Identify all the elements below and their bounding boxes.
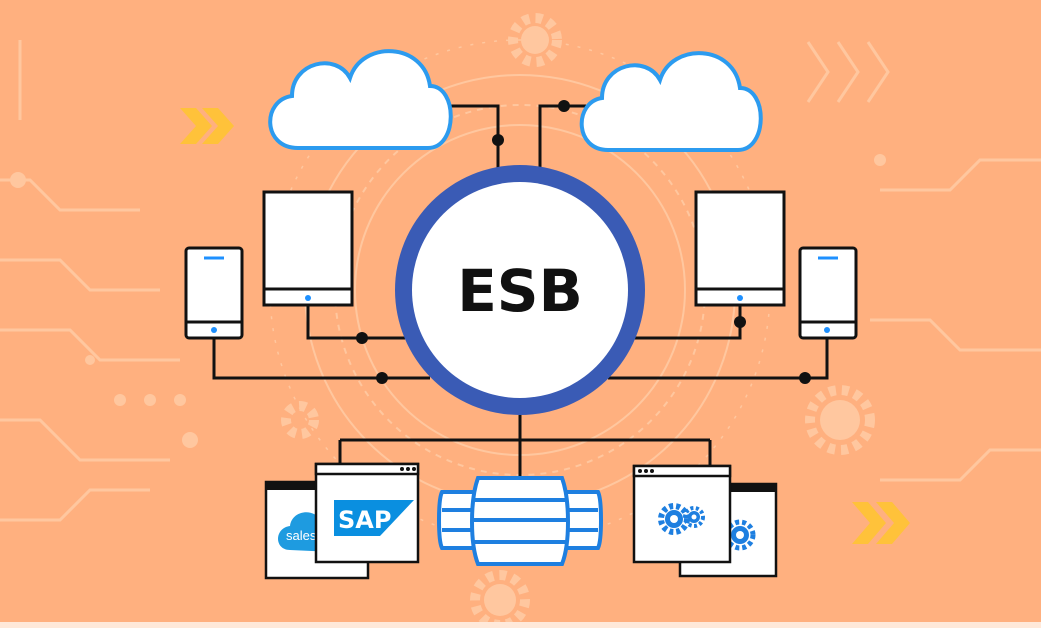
cloud-left-icon	[268, 49, 453, 150]
salesforce-label: sales	[286, 528, 317, 543]
connection-lines	[212, 104, 829, 478]
phone-right-icon	[798, 246, 858, 340]
bottom-strip	[0, 622, 1041, 628]
chevron-outline-icon	[806, 41, 890, 103]
chevron-right-icon	[180, 108, 234, 144]
sap-logo-icon	[334, 500, 414, 536]
gear-icon	[683, 506, 705, 528]
phone-left-icon	[184, 246, 244, 340]
tablet-left-icon	[262, 190, 354, 307]
chevron-right-icon	[852, 502, 910, 544]
background-gear-core	[484, 26, 860, 616]
gear-icon	[724, 519, 756, 551]
database-icon	[437, 476, 603, 566]
gear-window-front	[632, 464, 732, 564]
tablet-right-icon	[694, 190, 786, 307]
connection-dots	[356, 100, 811, 384]
esb-label: ESB	[457, 257, 583, 325]
esb-hub: ESB	[395, 165, 645, 415]
cloud-right-icon	[579, 51, 763, 152]
gear-icon	[658, 503, 690, 535]
sap-window: SAP	[314, 462, 420, 564]
background-nodes	[10, 154, 886, 448]
sap-label: SAP	[338, 506, 391, 534]
